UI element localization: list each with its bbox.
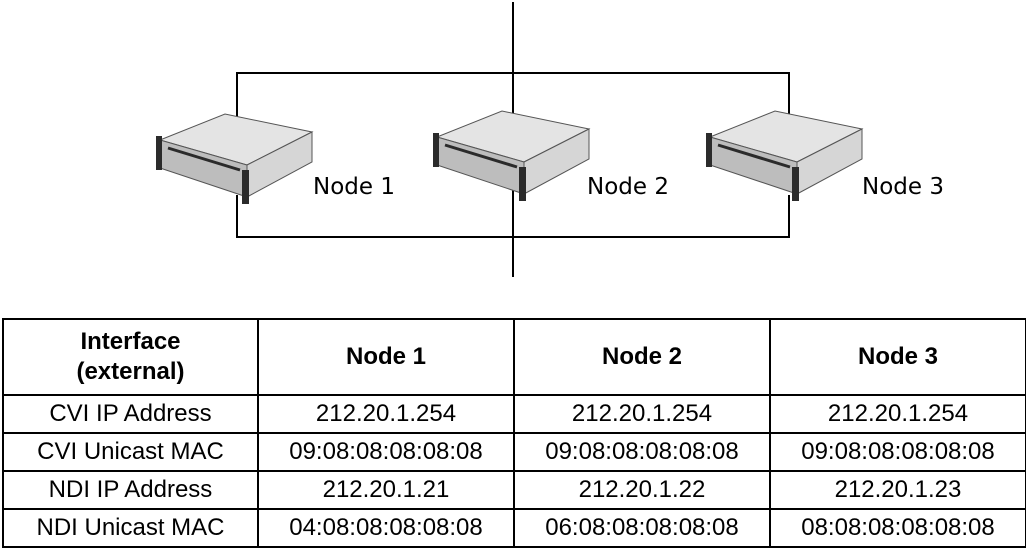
header-node-1: Node 1 xyxy=(257,318,515,396)
row-label: CVI IP Address xyxy=(2,394,259,434)
table-row: NDI Unicast MAC 04:08:08:08:08:08 06:08:… xyxy=(2,508,1026,548)
table-cell: 09:08:08:08:08:08 xyxy=(513,432,771,472)
row-label: NDI Unicast MAC xyxy=(2,508,259,548)
table-row: NDI IP Address 212.20.1.21 212.20.1.22 2… xyxy=(2,470,1026,510)
table-cell: 04:08:08:08:08:08 xyxy=(257,508,515,548)
table-cell: 212.20.1.254 xyxy=(513,394,771,434)
row-label: CVI Unicast MAC xyxy=(2,432,259,472)
table-cell: 212.20.1.22 xyxy=(513,470,771,510)
top-network-line xyxy=(236,72,790,120)
row-label: NDI IP Address xyxy=(2,470,259,510)
table-cell: 06:08:08:08:08:08 xyxy=(513,508,771,548)
rack-server-icon xyxy=(433,110,591,201)
network-diagram: Node 1 Node 2 Node 3 xyxy=(156,2,944,277)
table-cell: 212.20.1.21 xyxy=(257,470,515,510)
header-node-3: Node 3 xyxy=(769,318,1026,396)
node-3-label: Node 3 xyxy=(862,174,944,200)
node-2-label: Node 2 xyxy=(587,174,669,200)
table-row: CVI Unicast MAC 09:08:08:08:08:08 09:08:… xyxy=(2,432,1026,472)
table-cell: 08:08:08:08:08:08 xyxy=(769,508,1026,548)
table-header-row: Interface (external) Node 1 Node 2 Node … xyxy=(2,318,1026,396)
table-cell: 09:08:08:08:08:08 xyxy=(769,432,1026,472)
bottom-network-line xyxy=(236,195,790,238)
table-cell: 09:08:08:08:08:08 xyxy=(257,432,515,472)
node-1-server: Node 1 xyxy=(156,113,395,204)
node-3-server: Node 3 xyxy=(706,110,944,201)
table-row: CVI IP Address 212.20.1.254 212.20.1.254… xyxy=(2,394,1026,434)
rack-server-icon xyxy=(706,110,864,201)
node-1-label: Node 1 xyxy=(313,174,395,200)
interface-table: Interface (external) Node 1 Node 2 Node … xyxy=(2,318,1026,548)
node-2-server: Node 2 xyxy=(433,110,669,201)
table-cell: 212.20.1.254 xyxy=(769,394,1026,434)
table-cell: 212.20.1.254 xyxy=(257,394,515,434)
rack-server-icon xyxy=(156,113,314,204)
header-interface: Interface (external) xyxy=(2,318,259,396)
header-node-2: Node 2 xyxy=(513,318,771,396)
table-cell: 212.20.1.23 xyxy=(769,470,1026,510)
